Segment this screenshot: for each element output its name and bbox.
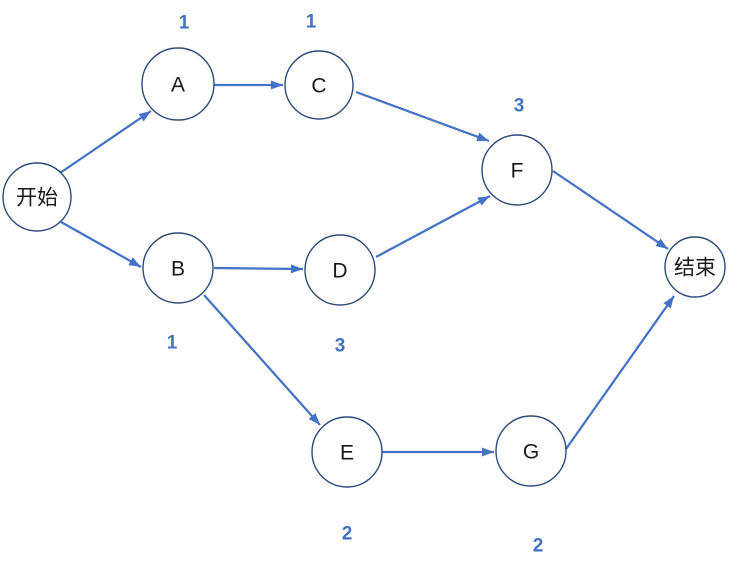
node-G: G [495,415,567,487]
node-start-label: 开始 [16,186,58,209]
edge-start-A [59,110,152,174]
node-C-shape [284,50,354,120]
node-F-label: F [511,159,524,182]
edge-B-D [213,264,304,274]
edge-G-end [565,295,675,450]
node-D-label: D [332,259,347,282]
node-C-label: C [311,74,326,97]
node-start-shape [2,162,72,232]
node-end-shape [664,236,726,298]
node-B-shape [142,232,214,304]
edge-F-end [552,170,669,250]
duration-label-G: 2 [533,536,544,557]
node-start: 开始 [2,162,72,232]
node-F: F [481,134,553,206]
node-G-shape [495,415,567,487]
node-end: 结束 [664,236,726,298]
node-G-label: G [523,440,539,463]
node-E-label: E [340,441,354,464]
node-E-shape [311,416,383,488]
duration-label-C: 1 [306,12,317,33]
duration-label-B: 1 [167,333,178,354]
node-B-label: B [171,257,185,280]
edge-start-B [60,221,142,268]
edge-C-F [355,90,490,143]
node-A-shape [141,47,215,121]
node-E: E [311,416,383,488]
node-F-shape [481,134,553,206]
duration-label-F: 3 [514,96,525,117]
duration-label-A: 1 [179,13,190,34]
node-B: B [142,232,214,304]
duration-label-D: 3 [335,336,346,357]
duration-label-E: 2 [342,524,353,545]
node-D-shape [304,234,376,306]
edge-D-F [375,195,491,258]
node-C: C [284,50,354,120]
node-A: A [141,47,215,121]
edge-B-E [203,294,321,426]
node-end-label: 结束 [674,256,716,279]
node-A-label: A [171,73,185,96]
node-D: D [304,234,376,306]
